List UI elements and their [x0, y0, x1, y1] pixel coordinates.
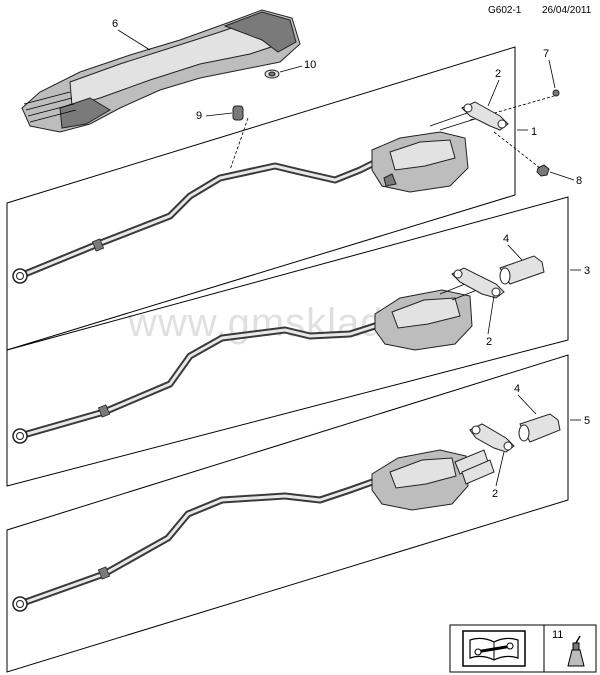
lubricant-tube-icon — [567, 635, 585, 667]
heat-shield-part — [21, 9, 301, 133]
callout-9: 9 — [196, 110, 202, 122]
callout-6: 6 — [112, 18, 118, 30]
callout-2-a: 2 — [495, 68, 501, 80]
callout-8: 8 — [576, 175, 582, 187]
panel-variant-1 — [6, 46, 516, 351]
legend-ref-number: 11 — [552, 629, 563, 641]
nut-part — [536, 164, 550, 177]
callout-3: 3 — [584, 265, 590, 277]
callout-10: 10 — [304, 59, 316, 71]
legend-box: 11 — [449, 624, 597, 673]
callout-1: 1 — [531, 126, 537, 138]
callout-4-a: 4 — [503, 233, 509, 245]
panel-variant-3 — [6, 354, 569, 673]
bolt-part — [552, 89, 560, 97]
callout-2-c: 2 — [492, 488, 498, 500]
callout-4-b: 4 — [514, 383, 520, 395]
book-wrench-icon — [462, 630, 526, 667]
callout-7: 7 — [543, 48, 549, 60]
grommet-part — [264, 69, 280, 79]
diagram-code: G602-1 — [488, 5, 522, 16]
callout-2-b: 2 — [486, 336, 492, 348]
panel-variant-2 — [6, 196, 569, 487]
diagram-date: 26/04/2011 — [542, 5, 592, 16]
rubber-mount-part — [232, 105, 244, 121]
callout-5: 5 — [584, 415, 590, 427]
